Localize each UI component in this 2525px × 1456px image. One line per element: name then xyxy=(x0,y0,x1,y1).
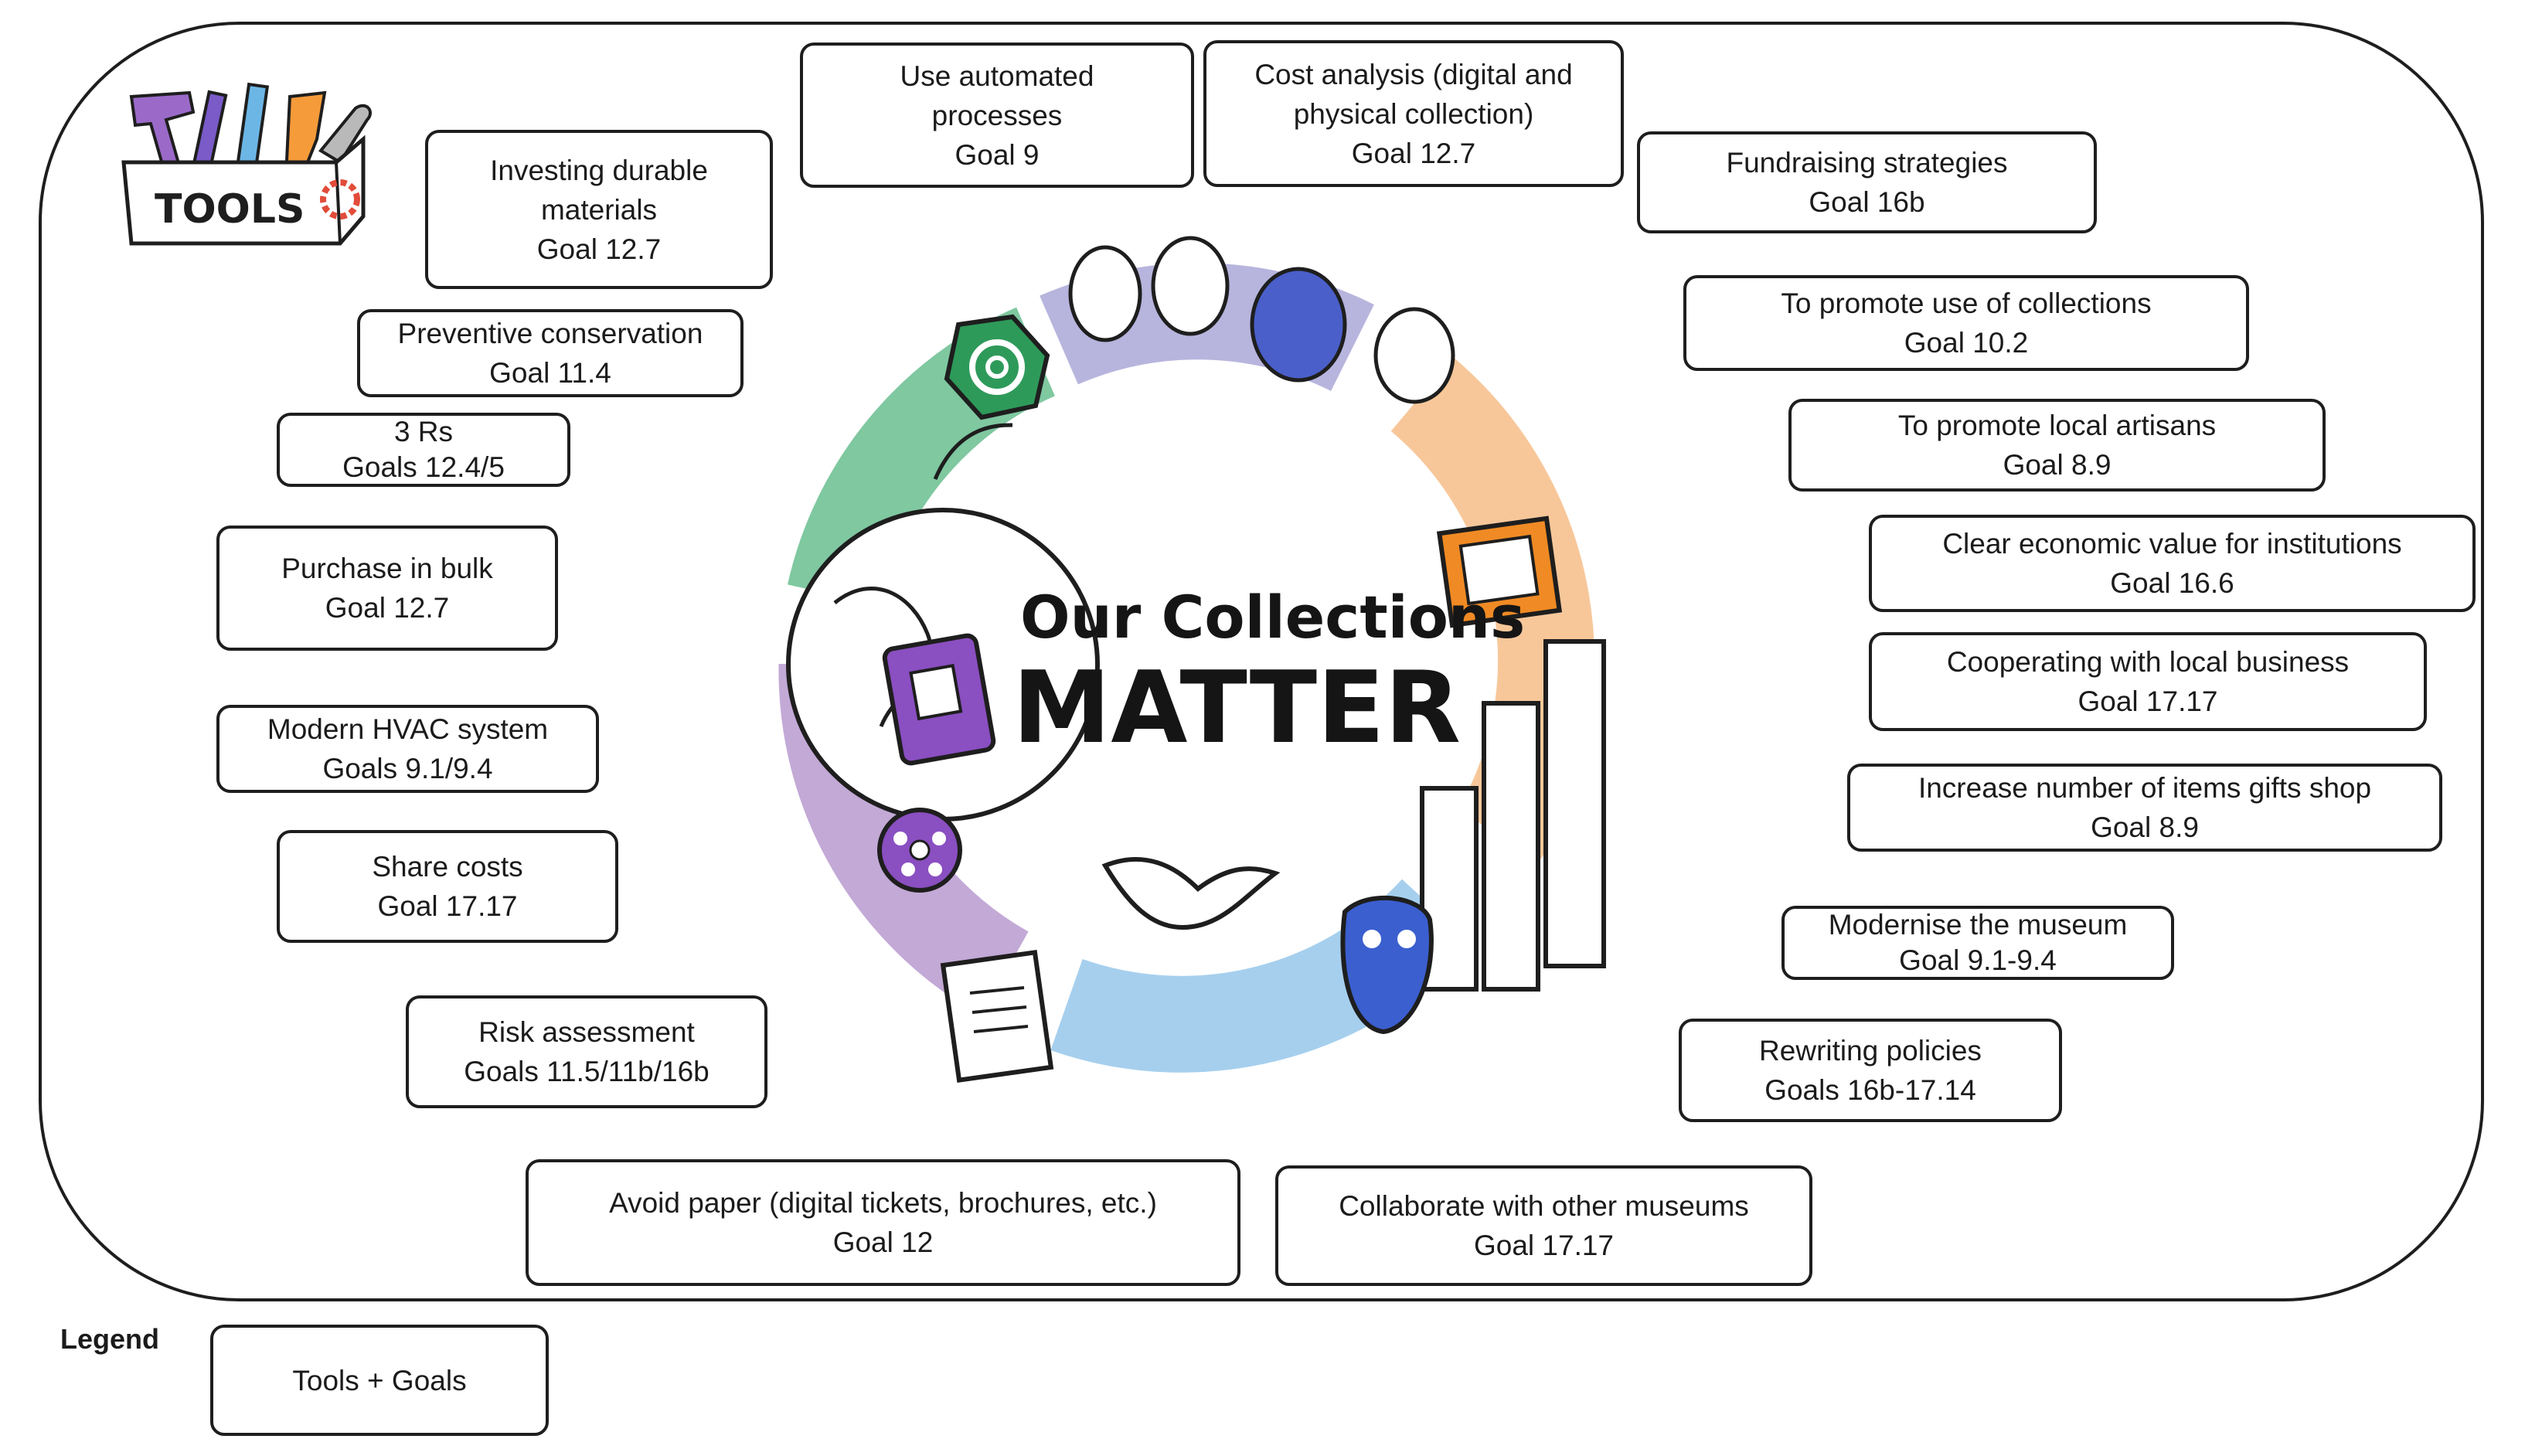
book-icon xyxy=(882,633,996,766)
tool-goal: Goal 17.17 xyxy=(2078,685,2218,717)
tool-goal: Goals 16b-17.14 xyxy=(1764,1074,1976,1106)
tool-fundraising-strategies: Fundraising strategies Goal 16b xyxy=(1637,131,2097,233)
tool-line: Modernise the museum xyxy=(1828,909,2128,941)
tool-line: Modern HVAC system xyxy=(267,713,549,745)
tool-line: physical collection) xyxy=(1293,97,1534,130)
tool-cooperating-with-local-business: Cooperating with local business Goal 17.… xyxy=(1869,632,2427,731)
tool-increase-items-gift-shop: Increase number of items gifts shop Goal… xyxy=(1847,764,2442,852)
tool-goal: Goal 16b xyxy=(1809,186,1925,218)
tool-goal: Goal 8.9 xyxy=(2091,811,2199,843)
tool-promote-local-artisans: To promote local artisans Goal 8.9 xyxy=(1788,399,2326,492)
tool-modern-hvac-system: Modern HVAC system Goals 9.1/9.4 xyxy=(216,705,599,793)
tool-line: Avoid paper (digital tickets, brochures,… xyxy=(609,1187,1157,1219)
tool-line: Purchase in bulk xyxy=(281,553,493,584)
film-reel-icon xyxy=(877,808,962,893)
scroll-document-icon xyxy=(940,949,1054,1083)
wheel-title-line2: MATTER xyxy=(1012,651,1461,766)
toolbox-icon: TOOLS xyxy=(121,82,372,246)
tool-line: Cooperating with local business xyxy=(1946,646,2350,678)
tool-line: Cost analysis (digital and xyxy=(1254,58,1573,90)
tool-line: Investing durable xyxy=(490,154,708,186)
tool-risk-assessment: Risk assessment Goals 11.5/11b/16b xyxy=(406,995,767,1108)
wheel-title-line1: Our Collections xyxy=(1020,583,1525,651)
tool-goal: Goal 12.7 xyxy=(325,592,450,624)
tool-goal: Goal 12.7 xyxy=(536,233,662,265)
tool-modernise-the-museum: Modernise the museum Goal 9.1-9.4 xyxy=(1781,906,2174,980)
legend-box-label: Tools + Goals xyxy=(292,1364,467,1396)
tool-line: Rewriting policies xyxy=(1759,1035,1982,1066)
tool-goal: Goals 9.1/9.4 xyxy=(322,753,493,784)
toolbox-label: TOOLS xyxy=(155,186,305,233)
tool-purchase-in-bulk: Purchase in bulk Goal 12.7 xyxy=(216,526,558,651)
tool-collaborate-with-other-museums: Collaborate with other museums Goal 17.1… xyxy=(1275,1165,1812,1286)
tool-investing-durable-materials: Investing durable materials Goal 12.7 xyxy=(425,130,773,289)
tool-goal: Goal 9.1-9.4 xyxy=(1899,944,2057,976)
hexagon-at-icon xyxy=(933,314,1050,480)
tool-goal: Goal 9 xyxy=(955,138,1040,171)
tool-line: processes xyxy=(931,99,1063,131)
tool-goal: Goal 16.6 xyxy=(2110,567,2234,599)
tool-preventive-conservation: Preventive conservation Goal 11.4 xyxy=(357,309,744,397)
tool-rewriting-policies: Rewriting policies Goals 16b-17.14 xyxy=(1679,1019,2062,1122)
tool-avoid-paper: Avoid paper (digital tickets, brochures,… xyxy=(526,1159,1240,1286)
tool-use-automated-processes: Use automated processes Goal 9 xyxy=(800,43,1194,188)
tool-promote-use-of-collections: To promote use of collections Goal 10.2 xyxy=(1683,275,2249,371)
collections-wheel: Our Collections MATTER xyxy=(778,236,1606,1083)
tool-goal: Goal 10.2 xyxy=(1904,327,2029,359)
tool-line: Increase number of items gifts shop xyxy=(1918,772,2372,804)
tool-line: Use automated xyxy=(900,60,1094,92)
tool-share-costs: Share costs Goal 17.17 xyxy=(277,830,618,943)
tool-cost-analysis: Cost analysis (digital and physical coll… xyxy=(1203,40,1624,187)
tool-line: Fundraising strategies xyxy=(1726,147,2008,179)
tool-line: Collaborate with other museums xyxy=(1339,1190,1749,1222)
tool-line: To promote use of collections xyxy=(1781,287,2152,319)
tool-line: Preventive conservation xyxy=(397,318,703,349)
growth-buildings-icon xyxy=(1420,639,1606,992)
legend-box: Tools + Goals xyxy=(210,1325,549,1436)
tool-line: To promote local artisans xyxy=(1897,410,2217,441)
tool-goal: Goals 11.5/11b/16b xyxy=(464,1056,710,1087)
tool-goal: Goal 17.17 xyxy=(377,890,518,922)
tool-line: Clear economic value for institutions xyxy=(1942,528,2402,560)
tool-line: Share costs xyxy=(372,851,523,883)
tool-goal: Goal 8.9 xyxy=(2003,449,2112,481)
legend-title: Legend xyxy=(60,1323,160,1355)
tool-goal: Goals 12.4/5 xyxy=(342,451,505,483)
tool-goal: Goal 12 xyxy=(832,1226,934,1258)
tool-goal: Goal 11.4 xyxy=(489,357,611,389)
framed-painting-icon xyxy=(1436,515,1563,628)
dove-icon xyxy=(1101,857,1281,930)
tool-clear-economic-value: Clear economic value for institutions Go… xyxy=(1869,515,2476,612)
tool-line: Risk assessment xyxy=(478,1016,695,1048)
tools-frame xyxy=(39,22,2484,1301)
tool-line: 3 Rs xyxy=(393,416,454,447)
tool-goal: Goal 17.17 xyxy=(1473,1230,1615,1261)
mask-icon xyxy=(1340,895,1434,1035)
tool-three-rs: 3 Rs Goals 12.4/5 xyxy=(277,413,570,487)
tool-line: materials xyxy=(540,193,658,226)
tool-goal: Goal 12.7 xyxy=(1351,137,1476,169)
visitors-faces-icon xyxy=(1068,236,1455,404)
